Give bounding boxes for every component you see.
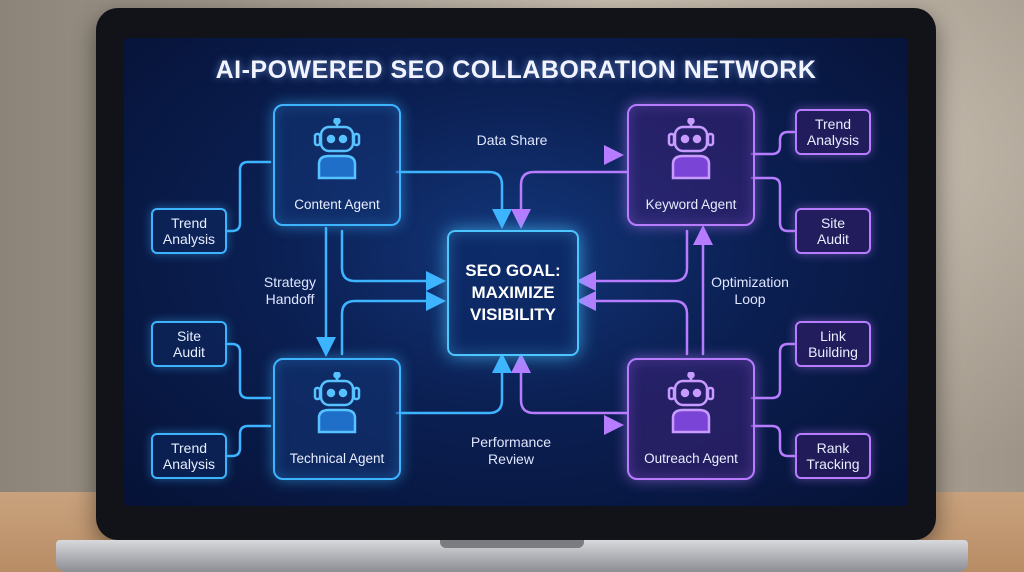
robot-icon — [313, 118, 361, 180]
tool-label: Rank Tracking — [806, 440, 860, 472]
optimization-loop-label: Optimization Loop — [711, 274, 789, 307]
seo-goal-label: SEO GOAL: MAXIMIZE VISIBILITY — [465, 261, 561, 324]
outreach-agent-label: Outreach Agent — [644, 451, 738, 466]
technical-site-audit-node[interactable]: Site Audit — [151, 321, 227, 367]
robot-icon — [313, 372, 361, 434]
robot-icon — [667, 372, 715, 434]
tool-label: Trend Analysis — [162, 215, 216, 247]
tool-label: Site Audit — [173, 328, 205, 360]
content-agent-node[interactable]: Content Agent — [273, 104, 401, 226]
connector-lines — [224, 130, 796, 458]
outreach-rank-tracking-node[interactable]: Rank Tracking — [795, 433, 871, 479]
keyword-site-audit-node[interactable]: Site Audit — [795, 208, 871, 254]
performance-review-label: Performance Review — [470, 434, 552, 467]
laptop-screen: AI-POWERED SEO COLLABORATION NETWORK Con… — [124, 38, 908, 506]
data-share-label: Data Share — [476, 132, 548, 148]
diagram-title: AI-POWERED SEO COLLABORATION NETWORK — [215, 56, 817, 84]
content-trend-analysis-node[interactable]: Trend Analysis — [151, 208, 227, 254]
technical-trend-analysis-node[interactable]: Trend Analysis — [151, 433, 227, 479]
keyword-agent-label: Keyword Agent — [645, 197, 737, 212]
laptop-hinge — [440, 540, 584, 548]
keyword-trend-analysis-node[interactable]: Trend Analysis — [795, 109, 871, 155]
tool-label: Trend Analysis — [806, 116, 860, 148]
tool-label: Link Building — [808, 328, 858, 360]
strategy-handoff-label: Strategy Handoff — [263, 274, 317, 307]
outreach-agent-node[interactable]: Outreach Agent — [627, 358, 755, 480]
technical-agent-label: Technical Agent — [289, 451, 385, 466]
robot-icon — [667, 118, 715, 180]
keyword-agent-node[interactable]: Keyword Agent — [627, 104, 755, 226]
content-agent-label: Content Agent — [294, 197, 380, 212]
tool-label: Trend Analysis — [162, 440, 216, 472]
outreach-link-building-node[interactable]: Link Building — [795, 321, 871, 367]
seo-goal-node[interactable]: SEO GOAL: MAXIMIZE VISIBILITY — [447, 230, 579, 356]
tool-label: Site Audit — [817, 215, 849, 247]
technical-agent-node[interactable]: Technical Agent — [273, 358, 401, 480]
